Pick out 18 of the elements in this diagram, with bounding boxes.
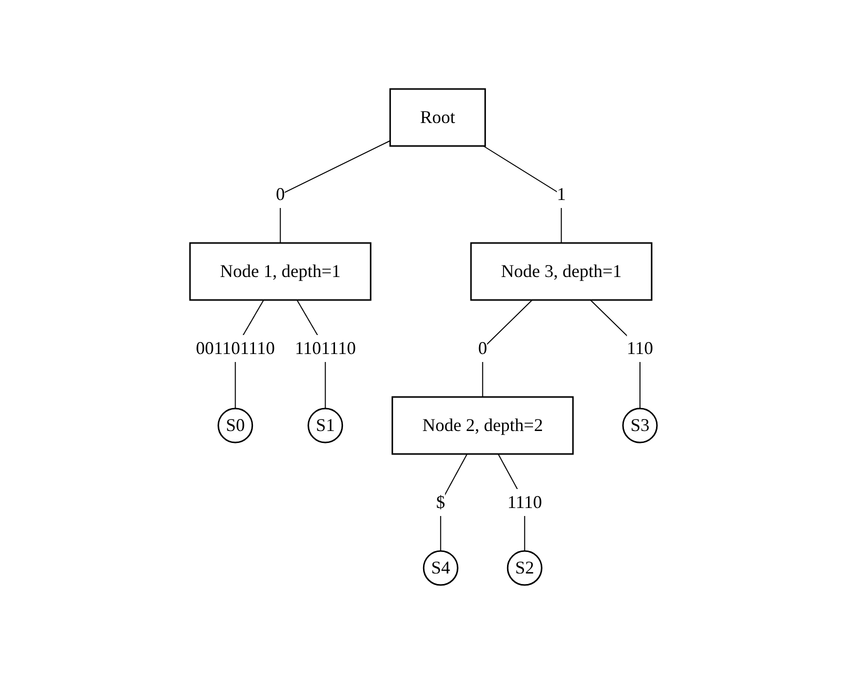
node-box: Node 2, depth=2: [391, 396, 574, 456]
edge-label: 110: [626, 338, 653, 358]
edge-label: 0: [275, 184, 284, 204]
node-circle: S3: [622, 408, 658, 444]
node-box: Node 3, depth=1: [470, 242, 652, 302]
connector: [279, 140, 390, 244]
node-box: Root: [388, 88, 486, 148]
node-circle: S4: [422, 550, 458, 586]
node-circle: S2: [506, 550, 542, 586]
edge-label: 1101110: [294, 338, 356, 358]
edge-label: $: [436, 492, 445, 512]
edge-label: 1: [556, 184, 566, 204]
edge-label: 1110: [506, 492, 542, 512]
edge-label: 001101110: [195, 338, 274, 358]
node-circle: S1: [307, 408, 343, 444]
node-circle: S0: [217, 408, 253, 444]
edge-label: 0: [478, 338, 487, 358]
node-box: Node 1, depth=1: [188, 242, 371, 302]
